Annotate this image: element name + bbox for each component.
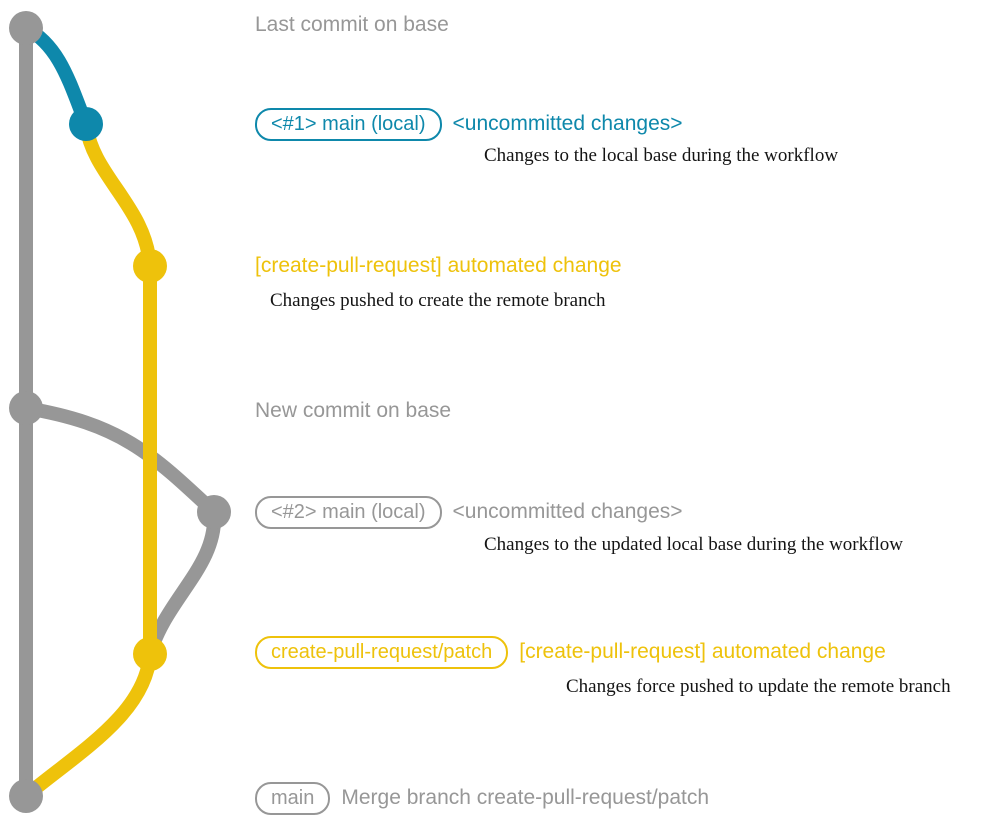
ref-chip-create-pull-request-patch[interactable]: create-pull-request/patch — [255, 636, 509, 669]
commit-row-patch-2: create-pull-request/patch [create-pull-r… — [255, 636, 886, 669]
commit-row-new-commit-on-base: New commit on base — [255, 400, 451, 421]
ref-chip-main-local-2[interactable]: <#2> main (local) — [255, 496, 442, 529]
commit-row-local-2: <#2> main (local) <uncommitted changes> — [255, 496, 683, 529]
lane-local2-to-patch2 — [143, 505, 222, 661]
commit-row-last-commit-on-base: Last commit on base — [255, 14, 449, 35]
lane-base-to-local2 — [19, 401, 221, 519]
commit-row-patch-1: [create-pull-request] automated change — [255, 255, 622, 276]
commit-description-patch-1: Changes pushed to create the remote bran… — [270, 290, 606, 311]
commit-subject: New commit on base — [255, 399, 452, 422]
commit-subject: <uncommitted changes> — [452, 112, 683, 135]
commit-subject: <uncommitted changes> — [452, 500, 683, 523]
commit-row-merge: main Merge branch create-pull-request/pa… — [255, 782, 709, 815]
commit-node-patch-2[interactable] — [133, 637, 167, 671]
commit-node-base-last[interactable] — [9, 11, 43, 45]
ref-chip-main[interactable]: main — [255, 782, 331, 815]
ref-chip-main-local-1[interactable]: <#1> main (local) — [255, 108, 442, 141]
commit-description-local-2: Changes to the updated local base during… — [484, 534, 903, 555]
lane-patch2-to-merge — [19, 647, 157, 803]
commit-subject: [create-pull-request] automated change — [255, 254, 622, 277]
commit-node-base-new[interactable] — [9, 391, 43, 425]
commit-node-local-2[interactable] — [197, 495, 231, 529]
commit-description-local-1: Changes to the local base during the wor… — [484, 145, 839, 166]
commit-row-local-1: <#1> main (local) <uncommitted changes> — [255, 108, 683, 141]
commit-node-merge-main[interactable] — [9, 779, 43, 813]
commit-subject: Merge branch create-pull-request/patch — [341, 786, 710, 809]
commit-node-local-1[interactable] — [69, 107, 103, 141]
commit-subject: Last commit on base — [255, 13, 449, 36]
commit-description-patch-2: Changes force pushed to update the remot… — [566, 676, 951, 697]
commit-subject: [create-pull-request] automated change — [519, 640, 886, 663]
commit-node-patch-1[interactable] — [133, 249, 167, 283]
lane-patch-amber — [79, 117, 157, 661]
